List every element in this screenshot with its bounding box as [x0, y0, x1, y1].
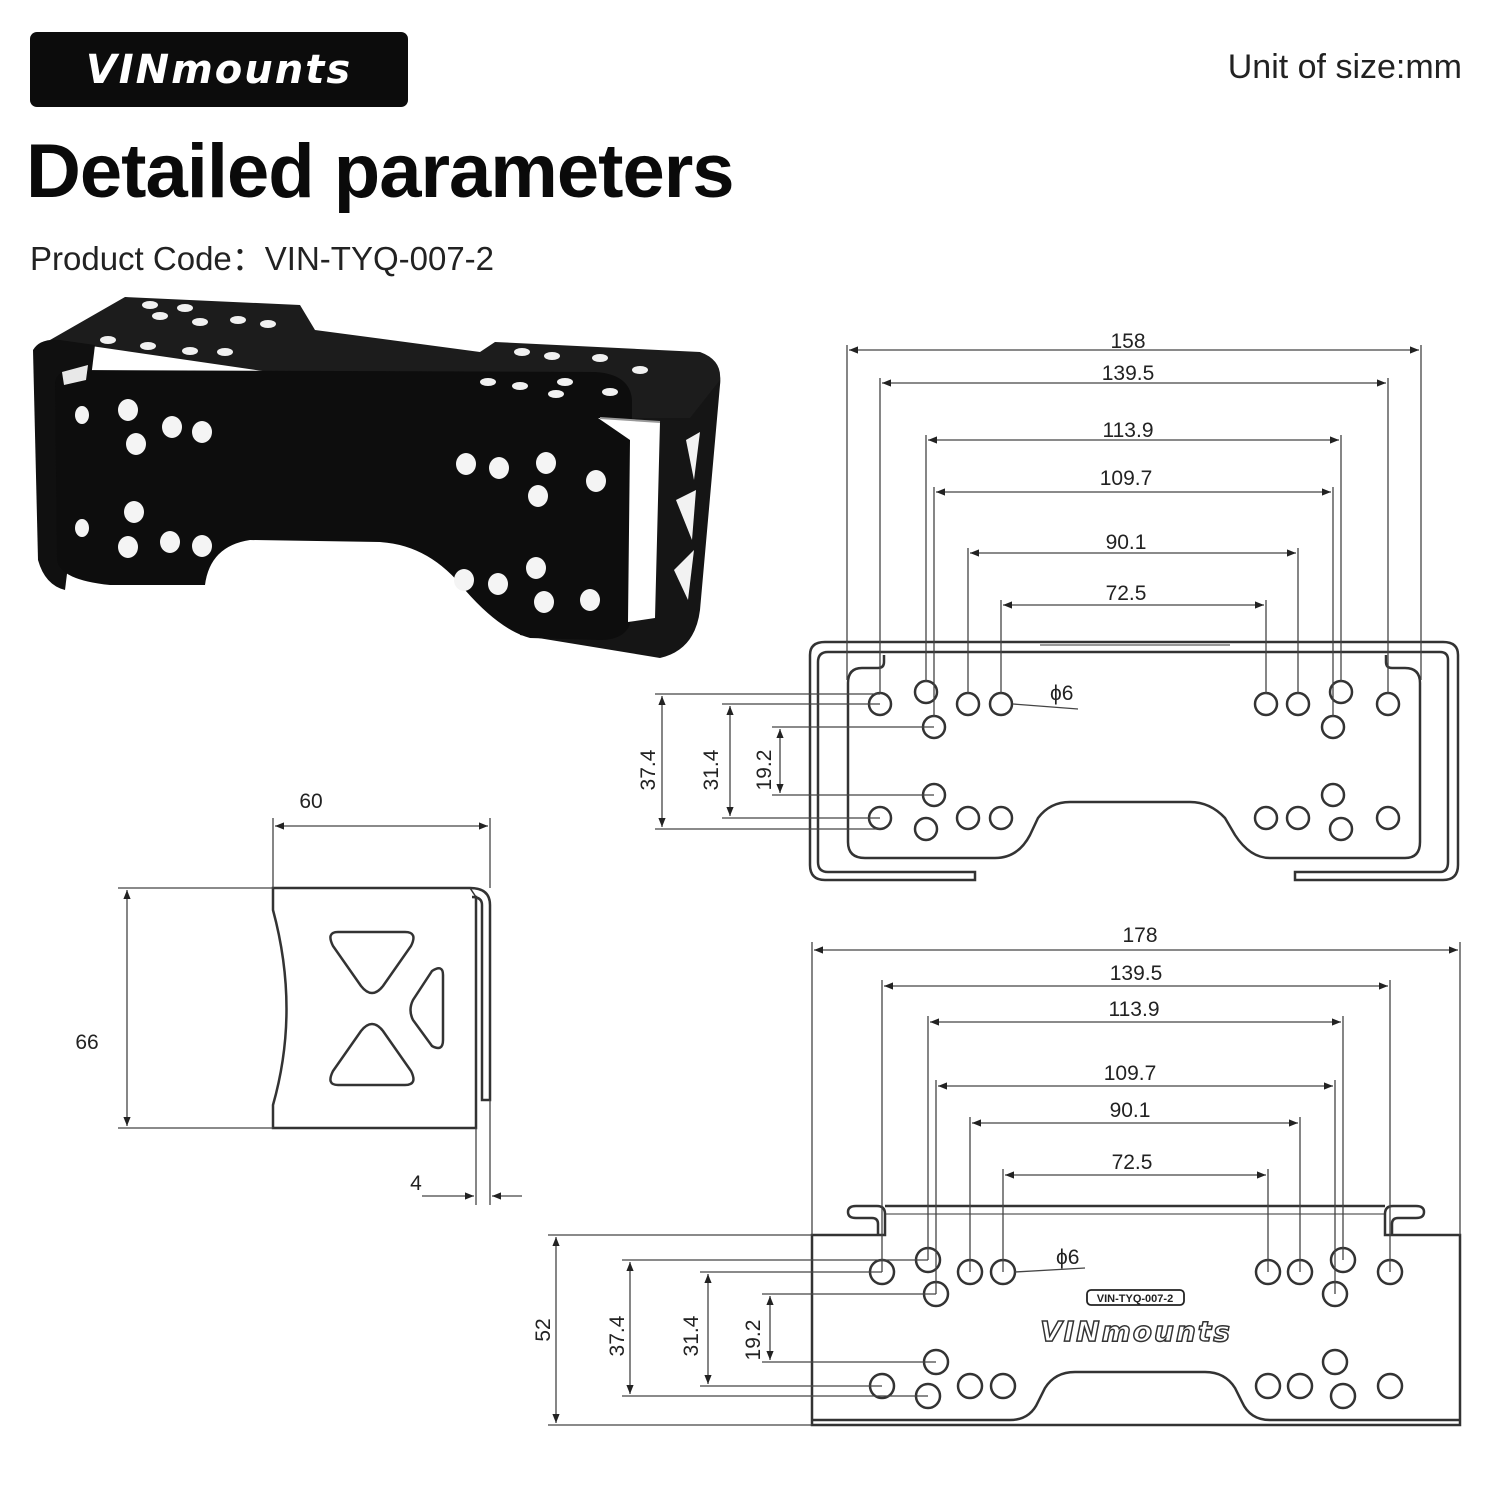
front-dim-113-9: 113.9 [1109, 998, 1160, 1021]
front-dim-37-4: 37.4 [606, 1315, 629, 1356]
top-dim-90-1: 90.1 [1106, 531, 1147, 554]
top-view-drawing [808, 640, 1460, 882]
side-dim-height: 66 [75, 1031, 98, 1054]
product-code-value: VIN-TYQ-007-2 [264, 240, 495, 277]
front-dim-52: 52 [532, 1318, 555, 1341]
top-dim-31-4: 31.4 [700, 749, 723, 790]
top-dim-19-2: 19.2 [753, 750, 776, 791]
unit-label: Unit of size:mm [1227, 48, 1462, 86]
top-dim-72-5: 72.5 [1106, 582, 1147, 605]
top-dim-113-9: 113.9 [1103, 419, 1154, 442]
side-dim-width: 60 [299, 790, 322, 813]
front-view-dimensions [548, 942, 1461, 1426]
engraved-code: VIN-TYQ-007-2 [1097, 1293, 1173, 1305]
side-view-drawing [271, 886, 492, 1130]
front-dim-90-1: 90.1 [1110, 1099, 1151, 1122]
front-dim-109-7: 109.7 [1104, 1062, 1157, 1085]
front-dim-178: 178 [1122, 924, 1157, 947]
product-render [33, 297, 721, 658]
side-view-dimensions [118, 818, 522, 1205]
side-dim-thickness: 4 [410, 1172, 422, 1195]
top-view-dim-labels: 158 139.5 113.9 109.7 90.1 72.5 ϕ6 37.4 … [637, 330, 1154, 790]
product-code-label: Product Code： [30, 240, 265, 277]
top-dim-158: 158 [1110, 330, 1145, 353]
front-hole-label: ϕ6 [1056, 1246, 1079, 1269]
front-view-dim-labels: 178 139.5 113.9 109.7 90.1 72.5 ϕ6 52 37… [532, 924, 1162, 1360]
front-dim-19-2: 19.2 [742, 1320, 765, 1361]
engraved-brand: VINmounts [1040, 1315, 1232, 1348]
top-dim-37-4: 37.4 [637, 749, 660, 790]
product-code: Product Code：VIN-TYQ-007-2 [30, 232, 494, 280]
brand-logo-text: VINmounts [85, 46, 353, 93]
top-dim-109-7: 109.7 [1100, 467, 1153, 490]
top-hole-label: ϕ6 [1050, 682, 1073, 705]
front-dim-31-4: 31.4 [680, 1315, 703, 1356]
page-title: Detailed parameters [26, 129, 735, 214]
side-view-dim-labels: 60 66 4 [75, 790, 422, 1195]
brand-logo: VINmounts [30, 32, 408, 107]
top-dim-139-5: 139.5 [1102, 362, 1155, 385]
front-dim-72-5: 72.5 [1112, 1151, 1153, 1174]
front-dim-139-5: 139.5 [1110, 962, 1163, 985]
front-view-engraving: VIN-TYQ-007-2 VINmounts [1039, 1289, 1232, 1349]
top-view-dimensions [655, 345, 1422, 830]
